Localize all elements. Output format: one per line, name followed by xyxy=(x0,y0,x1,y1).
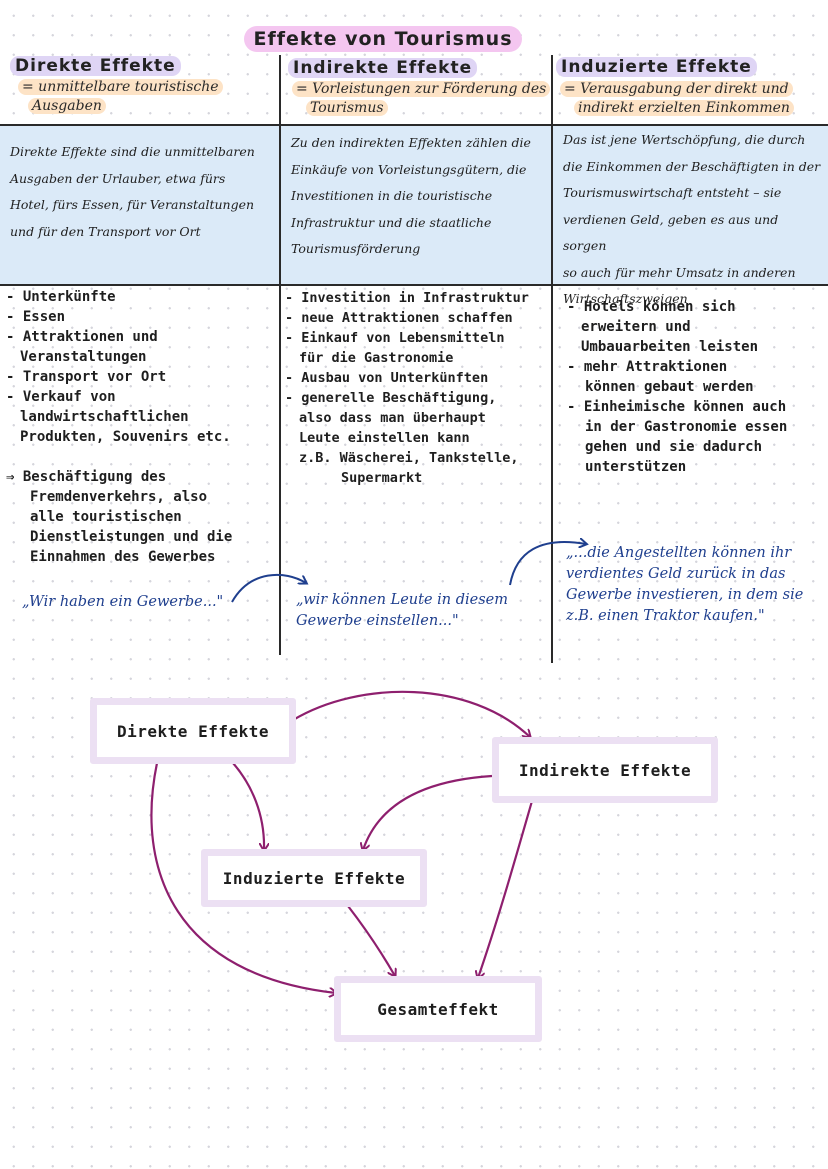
subtitle-induced: = Verausgabung der direkt und indirekt e… xyxy=(560,80,794,118)
arrow-direct-to-indirect xyxy=(292,690,530,737)
quote-indirect: „wir können Leute in diesem Gewerbe eins… xyxy=(296,590,508,632)
subtitle-line: = Vorleistungen zur Förderung des xyxy=(292,81,551,97)
list-induced: - Hotels können sich erweitern und Umbau… xyxy=(567,297,787,477)
subtitle-line: Ausgaben xyxy=(28,98,106,114)
description-line: Ausgaben der Urlauber, etwa fürs xyxy=(10,170,226,186)
node-indirect-effects: Indirekte Effekte xyxy=(492,737,718,803)
list-item: - Einkauf von Lebensmitteln xyxy=(285,330,505,346)
description-line: Infrastruktur und die staatliche xyxy=(291,214,492,230)
column-divider-right xyxy=(551,55,553,663)
list-item: erweitern und xyxy=(581,319,691,335)
page-title: Effekte von Tourismus xyxy=(244,26,522,52)
description-line: Tourismuswirtschaft entsteht – sie xyxy=(563,185,782,200)
list-item: z.B. Wäscherei, Tankstelle, xyxy=(299,450,519,466)
list-item: - Attraktionen und xyxy=(6,329,158,345)
list-item: - Unterkünfte xyxy=(6,289,116,305)
arrow-direct-to-total xyxy=(150,762,336,993)
list-direct: - Unterkünfte - Essen - Attraktionen und… xyxy=(6,287,232,567)
arrow-induced-to-total xyxy=(347,905,395,976)
heading-direct: Direkte Effekte xyxy=(10,56,181,76)
node-induced-label: Induzierte Effekte xyxy=(222,868,406,888)
quote-direct: „Wir haben ein Gewerbe..." xyxy=(22,592,223,613)
description-indirect: Zu den indirekten Effekten zählen die Ei… xyxy=(291,130,549,263)
node-indirect-label: Indirekte Effekte xyxy=(518,760,692,780)
list-item: Umbauarbeiten leisten xyxy=(581,339,759,355)
quote-arrow-2 xyxy=(509,542,586,586)
description-line: verdienen Geld, geben es aus und sorgen xyxy=(563,211,779,254)
description-line: Zu den indirekten Effekten zählen die xyxy=(291,135,531,150)
list-item: können gebaut werden xyxy=(585,379,754,395)
list-item: gehen und sie dadurch xyxy=(585,439,763,455)
list-indirect: - Investition in Infrastruktur - neue At… xyxy=(285,288,529,488)
list-item: in der Gastronomie essen xyxy=(585,419,788,435)
list-item: alle touristischen xyxy=(30,509,182,525)
description-line: so auch für mehr Umsatz in anderen xyxy=(563,264,796,280)
description-line: Hotel, fürs Essen, für Veranstaltungen xyxy=(10,197,255,212)
subtitle-line: = Verausgabung der direkt und xyxy=(560,81,793,97)
quote-line: „wir können Leute in diesem xyxy=(296,592,508,608)
quote-induced: „...die Angestellten können ihr verdient… xyxy=(566,543,803,627)
description-line: und für den Transport vor Ort xyxy=(10,223,201,239)
subtitle-direct: = unmittelbare touristische Ausgaben xyxy=(18,78,223,116)
quote-line: verdientes Geld zurück in das xyxy=(566,566,786,582)
heading-direct-text: Direkte Effekte xyxy=(10,56,181,76)
subtitle-line: = unmittelbare touristische xyxy=(18,79,223,95)
node-induced-effects: Induzierte Effekte xyxy=(201,849,427,907)
arrow-direct-to-induced xyxy=(232,762,264,850)
description-line: Das ist jene Wertschöpfung, die durch xyxy=(563,132,806,147)
description-line: Tourismusförderung xyxy=(291,241,421,256)
list-item: - neue Attraktionen schaffen xyxy=(285,310,513,326)
subtitle-line: indirekt erzielten Einkommen xyxy=(574,100,794,116)
list-item: - Hotels können sich xyxy=(567,299,736,315)
description-line: die Einkommen der Beschäftigten in der xyxy=(563,158,821,174)
quote-line: „Wir haben ein Gewerbe..." xyxy=(22,594,224,610)
heading-indirect: Indirekte Effekte xyxy=(288,58,478,78)
list-item: ⇒ Beschäftigung des xyxy=(6,469,167,485)
list-item: unterstützen xyxy=(585,459,687,475)
heading-induced-text: Induzierte Effekte xyxy=(556,57,757,77)
list-item: - Verkauf von xyxy=(6,389,116,405)
arrow-indirect-to-total xyxy=(478,800,534,978)
list-item: - Ausbau von Unterkünften xyxy=(285,370,489,386)
list-item: Dienstleistungen und die xyxy=(30,529,233,545)
list-item: Einnahmen des Gewerbes xyxy=(30,549,216,565)
subtitle-indirect: = Vorleistungen zur Förderung des Touris… xyxy=(292,80,551,118)
list-item: Veranstaltungen xyxy=(20,349,147,365)
list-item: landwirtschaftlichen xyxy=(20,409,189,425)
quote-line: z.B. einen Traktor kaufen." xyxy=(566,608,765,624)
list-item: - mehr Attraktionen xyxy=(567,359,728,375)
description-line: Direkte Effekte sind die unmittelbaren xyxy=(10,144,255,159)
node-total-label: Gesamteffekt xyxy=(377,999,499,1019)
list-item: - Essen xyxy=(6,309,66,325)
heading-induced: Induzierte Effekte xyxy=(556,57,757,77)
description-band xyxy=(0,124,828,286)
list-item: also dass man überhaupt xyxy=(299,410,486,426)
heading-indirect-text: Indirekte Effekte xyxy=(288,58,478,78)
column-divider-left xyxy=(279,55,281,655)
list-item: Produkten, Souvenirs etc. xyxy=(20,429,231,445)
description-direct: Direkte Effekte sind die unmittelbaren A… xyxy=(10,139,275,245)
description-line: Einkäufe von Vorleistungsgütern, die xyxy=(291,161,527,177)
quote-line: „...die Angestellten können ihr xyxy=(566,545,792,561)
node-direct-label: Direkte Effekte xyxy=(117,721,269,741)
arrow-indirect-to-induced xyxy=(363,774,493,850)
description-line: Investitionen in die touristische xyxy=(291,188,493,203)
description-line: Wirtschaftszweigen xyxy=(563,291,688,306)
list-item: Supermarkt xyxy=(341,470,423,486)
node-direct-effects: Direkte Effekte xyxy=(90,698,296,764)
quote-line: Gewerbe einstellen..." xyxy=(296,613,459,629)
list-item: Leute einstellen kann xyxy=(299,430,470,446)
subtitle-line: Tourismus xyxy=(306,100,388,116)
list-item: - Transport vor Ort xyxy=(6,369,167,385)
quote-line: Gewerbe investieren, in dem sie xyxy=(566,587,804,603)
list-item: - Investition in Infrastruktur xyxy=(285,290,529,306)
description-induced: Das ist jene Wertschöpfung, die durch di… xyxy=(563,127,825,313)
list-item: für die Gastronomie xyxy=(299,350,454,366)
node-total-effect: Gesamteffekt xyxy=(334,976,542,1042)
list-item: - Einheimische können auch xyxy=(567,399,787,415)
list-item: Fremdenverkehrs, also xyxy=(30,489,208,505)
quote-arrow-1 xyxy=(231,573,306,603)
list-item: - generelle Beschäftigung, xyxy=(285,390,497,406)
